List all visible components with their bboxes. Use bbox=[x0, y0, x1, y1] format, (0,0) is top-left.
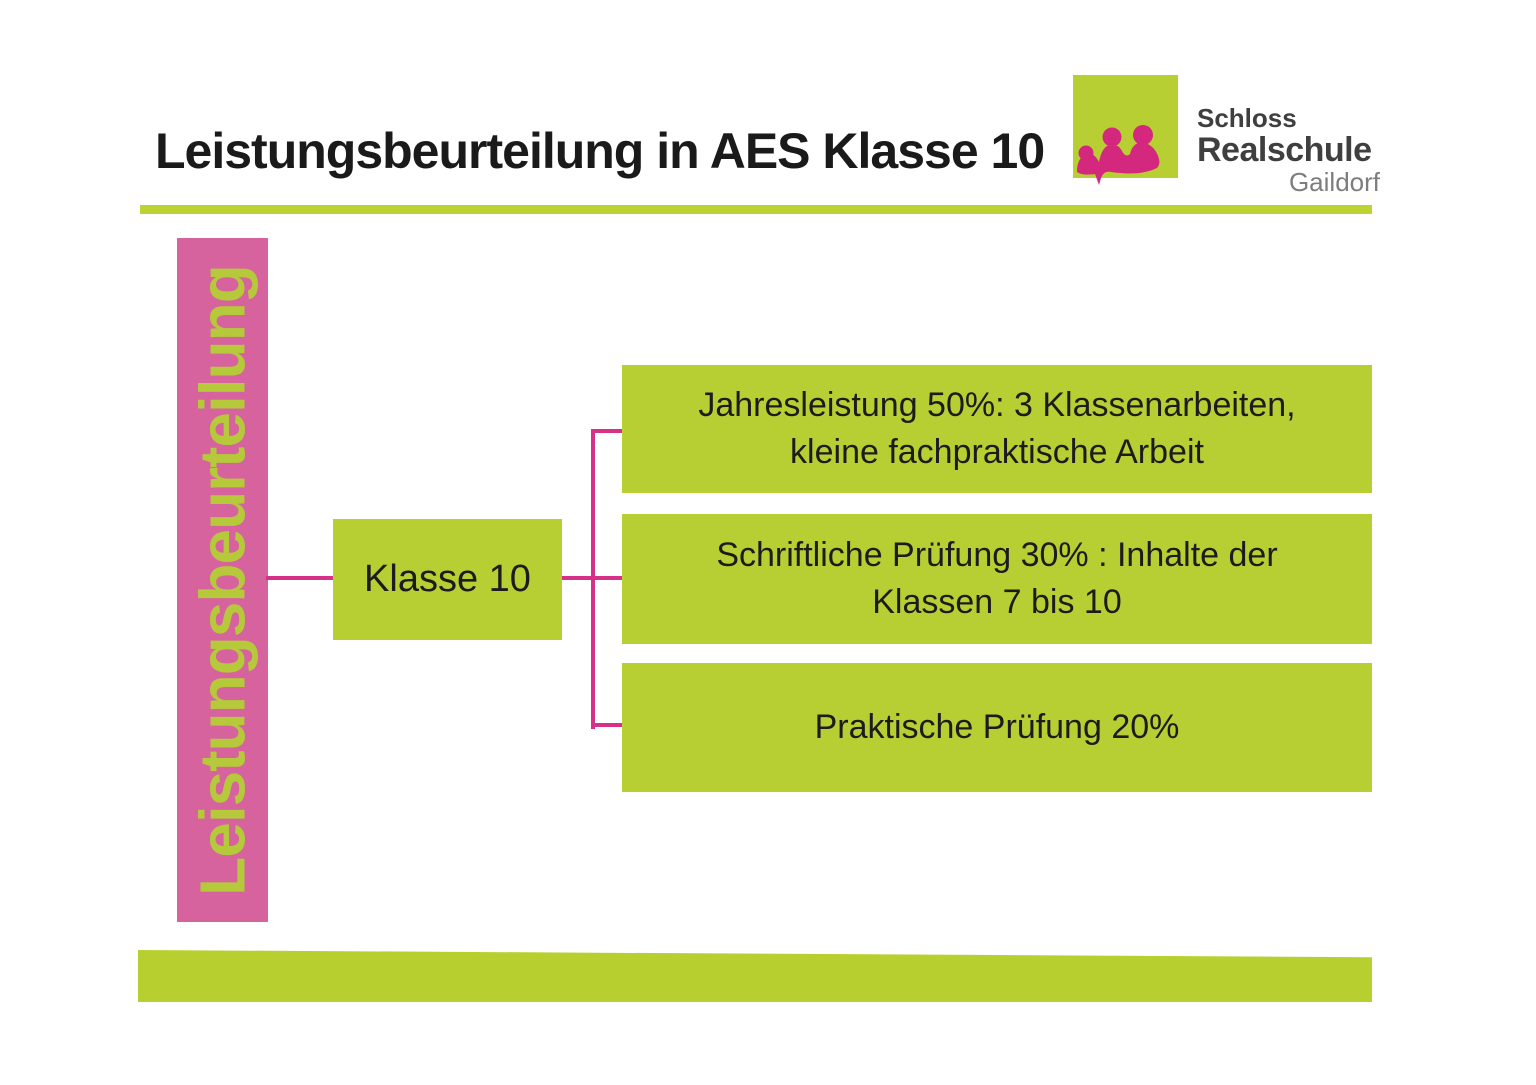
footer-bar bbox=[138, 950, 1372, 1002]
node-jahresleistung-line1: Jahresleistung 50%: 3 Klassenarbeiten, bbox=[698, 386, 1296, 425]
school-logo-text: Schloss Realschule Gaildorf bbox=[1197, 105, 1380, 195]
school-logo-mark bbox=[1073, 75, 1178, 185]
logo-line-realschule: Realschule bbox=[1197, 131, 1372, 169]
slide-title: Leistungsbeurteilung in AES Klasse 10 bbox=[155, 123, 1045, 179]
logo-line-schloss: Schloss bbox=[1197, 103, 1297, 133]
node-praktische-pruefung-line1: Praktische Prüfung 20% bbox=[814, 708, 1180, 747]
sidebar-banner-label: Leistungsbeurteilung bbox=[186, 264, 258, 896]
connector-trunk-vertical bbox=[591, 429, 595, 729]
three-people-crown-icon bbox=[1073, 75, 1178, 185]
header-divider-line bbox=[140, 205, 1372, 214]
logo-line-gaildorf: Gaildorf bbox=[1288, 167, 1380, 197]
node-schriftliche-pruefung-line2: Klassen 7 bis 10 bbox=[872, 583, 1122, 621]
node-jahresleistung: Jahresleistung 50%: 3 Klassenarbeiten, k… bbox=[622, 365, 1372, 493]
node-praktische-pruefung: Praktische Prüfung 20% bbox=[622, 663, 1372, 792]
connector-branch-bottom bbox=[591, 723, 622, 727]
node-klasse-10: Klasse 10 bbox=[333, 519, 562, 640]
node-schriftliche-pruefung: Schriftliche Prüfung 30% : Inhalte der K… bbox=[622, 514, 1372, 644]
connector-banner-to-root bbox=[266, 576, 333, 580]
node-schriftliche-pruefung-line1: Schriftliche Prüfung 30% : Inhalte der bbox=[716, 536, 1278, 575]
node-jahresleistung-line2: kleine fachpraktische Arbeit bbox=[790, 433, 1204, 471]
connector-branch-top bbox=[591, 429, 622, 433]
node-klasse-10-label: Klasse 10 bbox=[364, 558, 531, 600]
sidebar-banner: Leistungsbeurteilung bbox=[177, 238, 268, 922]
